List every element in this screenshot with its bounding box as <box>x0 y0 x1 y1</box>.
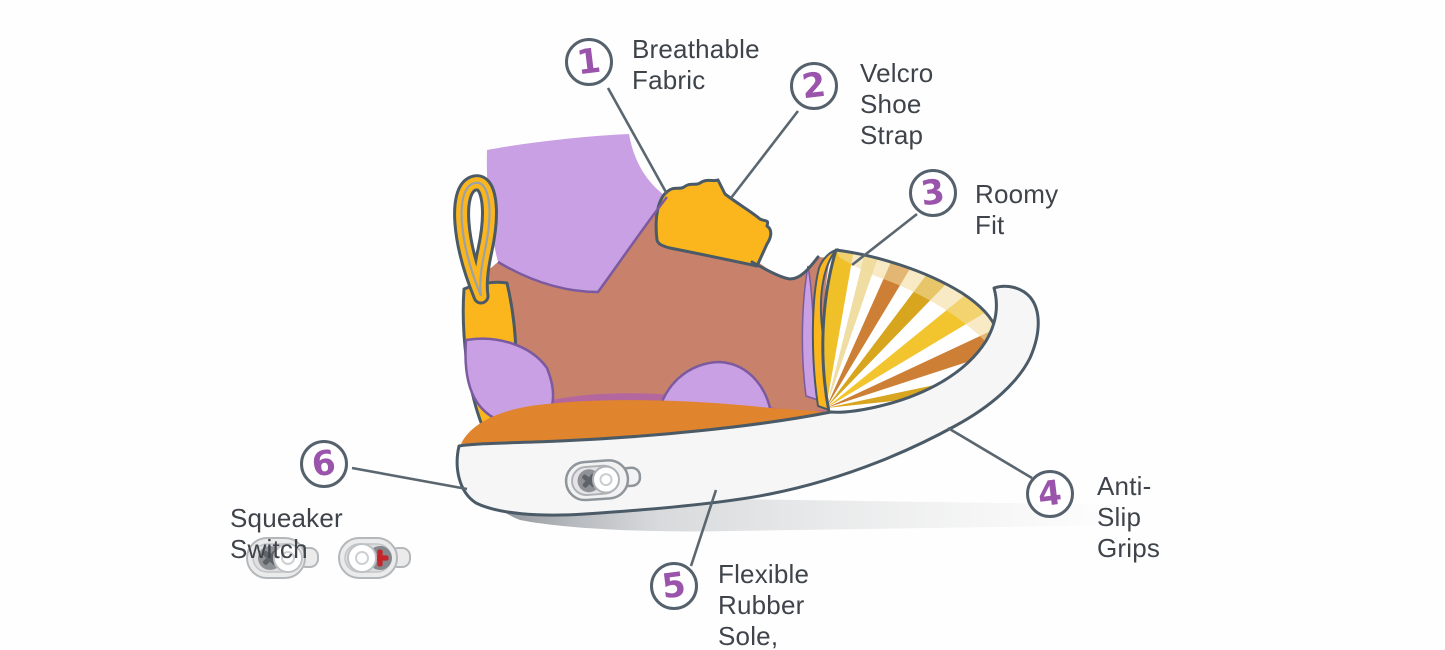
sole <box>455 284 1040 517</box>
callout-2-number: 2 <box>799 64 829 108</box>
callout-5-label: Flexible Rubber Sole, Non- Marking <box>718 559 810 650</box>
callout-5-line <box>689 489 718 567</box>
callout-6-number: 6 <box>309 442 339 486</box>
squeaker-switch-off-icon <box>246 537 319 579</box>
callout-1-line <box>606 87 669 195</box>
insole-strip <box>461 400 829 444</box>
callout-6-line <box>351 466 468 491</box>
callout-5-circle: 5 <box>650 562 698 610</box>
velcro-strap <box>654 178 773 268</box>
callout-3-number: 3 <box>918 171 948 215</box>
callout-2-label: Velcro Shoe Strap <box>860 58 934 151</box>
sock-outline <box>497 196 668 294</box>
topline-outline <box>750 255 820 281</box>
toe-sunburst <box>821 248 999 416</box>
callout-6-circle: 6 <box>300 440 348 488</box>
callout-3-circle: 3 <box>909 169 957 217</box>
callout-4-line <box>947 426 1033 480</box>
squeaker-switch-on-icon <box>338 537 411 579</box>
callout-4-label: Anti-Slip Grips <box>1097 471 1161 564</box>
callout-1-label: Breathable Fabric <box>632 34 760 96</box>
sole-squeaker-switch-icon <box>564 459 642 502</box>
callout-1-circle: 1 <box>565 38 613 86</box>
callout-4-number: 4 <box>1035 472 1065 516</box>
callout-2-circle: 2 <box>790 62 838 110</box>
callout-3-label: Roomy Fit <box>975 179 1059 241</box>
toe-ridge <box>811 248 839 412</box>
sock <box>486 134 667 292</box>
callout-1-number: 1 <box>574 40 604 84</box>
callout-3-line <box>851 212 918 267</box>
callout-2-line <box>729 110 800 199</box>
callout-6-label: Squeaker Switch <box>230 503 343 565</box>
heel-loop <box>453 174 498 305</box>
callout-5-number: 5 <box>659 564 689 608</box>
callout-4-circle: 4 <box>1026 470 1074 518</box>
